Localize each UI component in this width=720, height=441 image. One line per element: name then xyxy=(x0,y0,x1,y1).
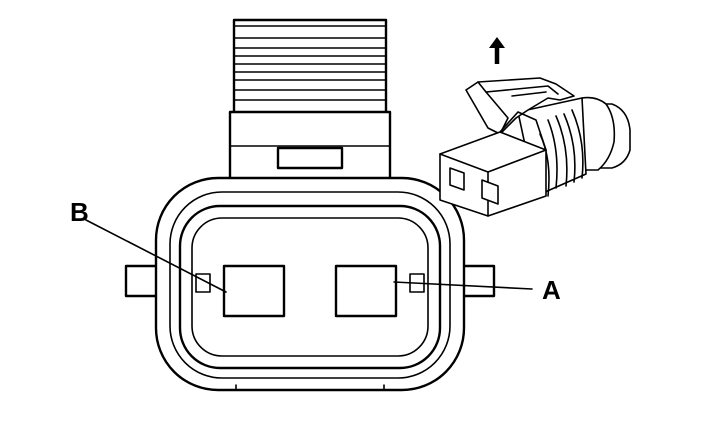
callout-a: A xyxy=(393,275,561,305)
pin-label-b: B xyxy=(70,197,89,227)
terminal-cavity-b xyxy=(222,264,286,318)
callout-b: B xyxy=(70,197,227,293)
connector-seal-outer xyxy=(178,204,442,370)
terminal-cavity-a xyxy=(334,264,398,318)
leader-line-a xyxy=(393,281,533,290)
connector-seal-inner xyxy=(191,217,429,357)
connector-face-view xyxy=(124,18,496,392)
leader-line-b xyxy=(85,219,227,293)
connector-body-outer xyxy=(154,176,466,392)
arrow-up-icon xyxy=(489,37,505,64)
locking-tab xyxy=(228,18,392,184)
connector-isometric-view xyxy=(439,77,631,217)
pin-label-a: A xyxy=(542,275,561,305)
